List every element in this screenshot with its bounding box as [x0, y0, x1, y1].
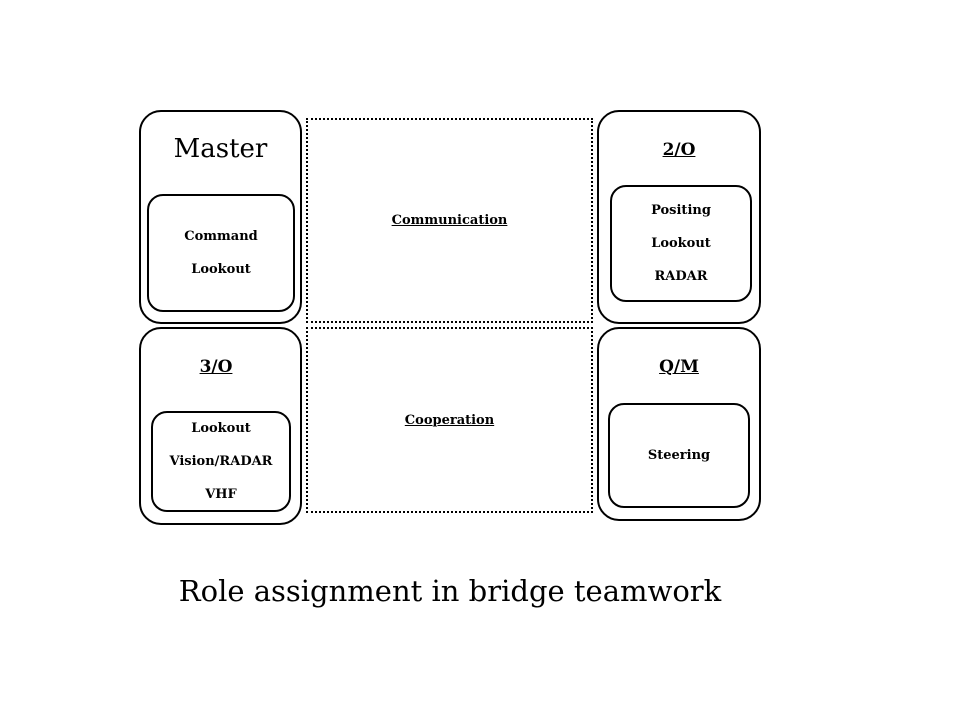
second-officer-title: 2/O: [662, 140, 696, 160]
communication-label: Communication: [391, 213, 508, 228]
quartermaster-role-box: Q/M Steering: [597, 327, 761, 521]
third-officer-title: 3/O: [199, 357, 233, 377]
communication-box: Communication: [306, 118, 593, 323]
quartermaster-duty-steering: Steering: [647, 448, 711, 463]
second-officer-duty-lookout: Lookout: [651, 236, 711, 251]
master-duties-box: Command Lookout: [147, 194, 295, 312]
third-officer-duty-vhf: VHF: [205, 487, 237, 502]
quartermaster-duties-box: Steering: [608, 403, 750, 508]
third-officer-duty-lookout: Lookout: [191, 421, 251, 436]
master-duty-command: Command: [184, 229, 258, 244]
cooperation-label: Cooperation: [404, 412, 495, 428]
second-officer-role-box: 2/O Positing Lookout RADAR: [597, 110, 761, 324]
master-role-box: Master Command Lookout: [139, 110, 302, 324]
second-officer-duty-radar: RADAR: [654, 269, 708, 284]
second-officer-duty-positing: Positing: [651, 203, 711, 218]
third-officer-duty-vision-radar: Vision/RADAR: [169, 454, 273, 469]
second-officer-duties-box: Positing Lookout RADAR: [610, 185, 752, 302]
master-duty-lookout: Lookout: [191, 262, 251, 277]
quartermaster-title: Q/M: [659, 357, 699, 377]
third-officer-role-box: 3/O Lookout Vision/RADAR VHF: [139, 327, 302, 525]
cooperation-box: Cooperation: [306, 327, 593, 513]
diagram-caption: Role assignment in bridge teamwork: [178, 574, 722, 608]
master-title: Master: [173, 134, 268, 164]
third-officer-duties-box: Lookout Vision/RADAR VHF: [151, 411, 291, 512]
